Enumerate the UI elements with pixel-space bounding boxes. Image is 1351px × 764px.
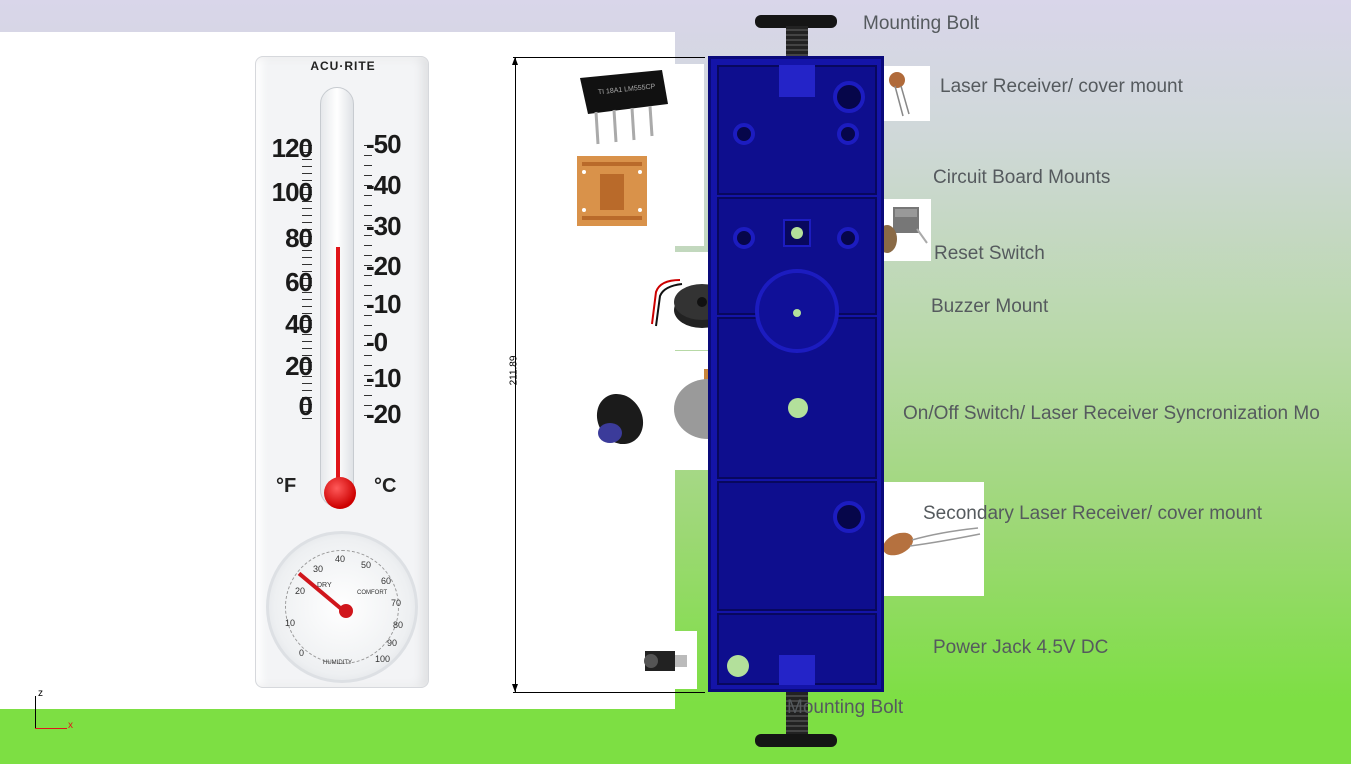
hygro-word: COMFORT (357, 590, 388, 596)
hygro-number: 20 (295, 586, 306, 596)
hygro-number: 40 (335, 554, 346, 564)
photoresistor-icon (882, 527, 981, 556)
enclosure-body (708, 56, 884, 692)
board-mount-hole (837, 123, 859, 145)
hygro-number: 60 (381, 576, 392, 586)
power-jack-icon (644, 651, 687, 671)
dimension-arrow-top (512, 57, 518, 65)
fahrenheit-label: 0 (298, 391, 313, 421)
hygrometer-scale (285, 550, 399, 664)
fahrenheit-label: 100 (271, 177, 313, 207)
dimension-arrow-bottom (512, 684, 518, 692)
laser-receiver-thumbnail (875, 66, 930, 121)
board-mount-hole (733, 227, 755, 249)
buzzer-mount-dot (793, 309, 801, 317)
mounting-bolt-bottom-head (755, 734, 837, 747)
axis-z-line (35, 696, 36, 728)
label-buzzer-mount: Buzzer Mount (931, 296, 1049, 317)
celsius-label: -10 (366, 363, 402, 393)
axis-x-label: x (68, 720, 73, 731)
photoresistor-icon (889, 72, 910, 117)
dimension-extension-top (513, 57, 705, 58)
receiver-mount-hole (833, 81, 865, 113)
hygrometer-dial: 20 30 40 50 60 70 80 90 100 10 0 DRY COM… (266, 531, 418, 683)
hygrometer-hub (339, 604, 353, 618)
on-off-switch-hole (788, 398, 808, 418)
dimension-line (515, 57, 516, 692)
label-circuit-board-mounts: Circuit Board Mounts (933, 167, 1111, 188)
celsius-label: -10 (366, 289, 402, 319)
hygro-number: 100 (375, 654, 391, 664)
label-power-jack: Power Jack 4.5V DC (933, 637, 1109, 658)
celsius-ticks (364, 145, 372, 425)
thermometer-bulb (324, 477, 356, 509)
fahrenheit-label: 60 (285, 267, 313, 297)
reset-switch-dot (791, 227, 803, 239)
fahrenheit-label: 80 (285, 223, 313, 253)
hygro-number: 70 (391, 598, 402, 608)
label-secondary-laser-receiver: Secondary Laser Receiver/ cover mount (923, 503, 1262, 524)
secondary-laser-receiver-thumbnail (870, 482, 984, 596)
mounting-bolt-bottom-shaft (786, 692, 808, 736)
bolt-boss-top (779, 65, 815, 97)
secondary-receiver-mount-hole (833, 501, 865, 533)
fahrenheit-ticks (302, 145, 312, 425)
dimension-value: 211.89 (508, 355, 520, 386)
celsius-label: -40 (366, 170, 402, 200)
hygro-number: 80 (393, 620, 404, 630)
celsius-label: -50 (366, 129, 402, 159)
thermometer-brand: ACU·RITE (310, 59, 376, 73)
label-mounting-bolt-top: Mounting Bolt (863, 13, 980, 34)
axis-z-label: z (38, 688, 43, 699)
hygro-word: HUMIDITY (323, 660, 352, 666)
hygro-number: 90 (387, 638, 398, 648)
enclosure-compartment (717, 481, 877, 611)
power-jack-thumbnail (637, 631, 697, 689)
celsius-label: -0 (366, 327, 388, 357)
label-mounting-bolt-bottom: Mounting Bolt (787, 697, 904, 718)
hygro-number: 10 (285, 618, 296, 628)
hygro-number: 30 (313, 564, 324, 574)
enclosure-compartment (717, 197, 877, 315)
fahrenheit-label: 20 (285, 351, 313, 381)
board-mount-hole (733, 123, 755, 145)
power-jack-hole (727, 655, 749, 677)
thermometer-image: ACU·RITE 120 100 80 60 40 20 0 -50 -40 -… (255, 56, 429, 688)
fahrenheit-label: 40 (285, 309, 313, 339)
hygro-number: 0 (299, 648, 305, 658)
bolt-boss-bottom (779, 655, 815, 685)
celsius-label: -30 (366, 211, 402, 241)
mounting-bolt-top-head (755, 15, 837, 28)
label-reset-switch: Reset Switch (934, 243, 1045, 264)
fahrenheit-label: 120 (271, 133, 313, 163)
dimension-extension-bottom (513, 692, 705, 693)
ic-and-board-thumbnail: TI 18A1 LM555CP (570, 64, 704, 246)
mounting-bolt-top-shaft (786, 26, 808, 58)
board-mount-hole (837, 227, 859, 249)
hygro-word: DRY (317, 582, 332, 589)
axis-x-line (35, 728, 67, 729)
celsius-label: -20 (366, 399, 402, 429)
label-laser-receiver: Laser Receiver/ cover mount (940, 76, 1183, 97)
hygro-number: 50 (361, 560, 372, 570)
celsius-unit: °C (374, 475, 397, 497)
ic-chip-icon: TI 18A1 LM555CP (577, 70, 668, 226)
celsius-label: -20 (366, 251, 402, 281)
fahrenheit-unit: °F (276, 475, 297, 497)
label-on-off-switch: On/Off Switch/ Laser Receiver Syncroniza… (903, 403, 1320, 424)
thermometer-mercury (336, 247, 340, 497)
